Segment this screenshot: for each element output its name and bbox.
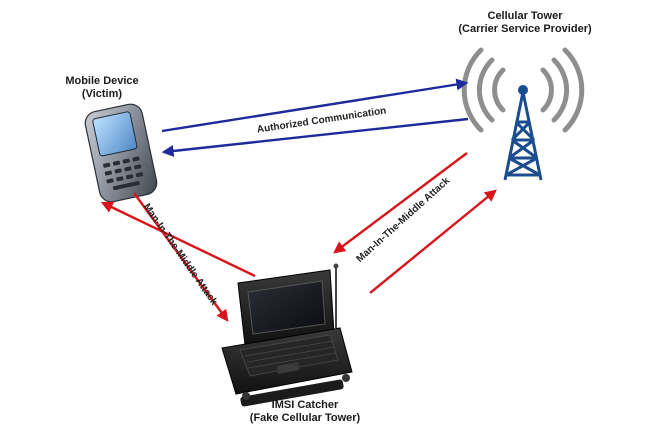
mitm-right-label: Man-In-The-Middle Attack <box>355 175 453 265</box>
edge-authorized: Authorized Communication <box>161 78 469 157</box>
mobile-device-label: Mobile Device (Victim) <box>56 75 148 101</box>
imsi-catcher-role: (Fake Cellular Tower) <box>249 412 361 424</box>
mitm-left-label: Man-In-The-Middle Attack <box>141 202 220 308</box>
arrow-mobile-to-imsi <box>133 192 229 322</box>
laptop-case-icon <box>221 263 353 407</box>
cellular-tower-name: Cellular Tower <box>487 10 563 22</box>
arrow-tower-to-imsi <box>333 152 468 254</box>
mobile-device-role: (Victim) <box>81 88 123 100</box>
edge-mitm-left: Man-In-The-Middle Attack <box>100 192 256 322</box>
smartphone-icon <box>84 103 158 203</box>
arrow-imsi-to-mobile <box>100 201 256 278</box>
arrow-imsi-to-tower <box>369 189 497 294</box>
imsi-catcher-name: IMSI Catcher <box>271 399 339 411</box>
edge-mitm-right: Man-In-The-Middle Attack <box>333 152 497 294</box>
cellular-tower-role: (Carrier Service Provider) <box>458 23 592 35</box>
cell-tower-icon <box>461 47 585 181</box>
imsi-catcher-label: IMSI Catcher (Fake Cellular Tower) <box>235 399 375 425</box>
arrow-tower-to-mobile <box>161 117 469 157</box>
cellular-tower-label: Cellular Tower (Carrier Service Provider… <box>440 10 610 36</box>
arrow-mobile-to-tower <box>161 78 469 133</box>
mobile-device-name: Mobile Device <box>65 75 139 87</box>
